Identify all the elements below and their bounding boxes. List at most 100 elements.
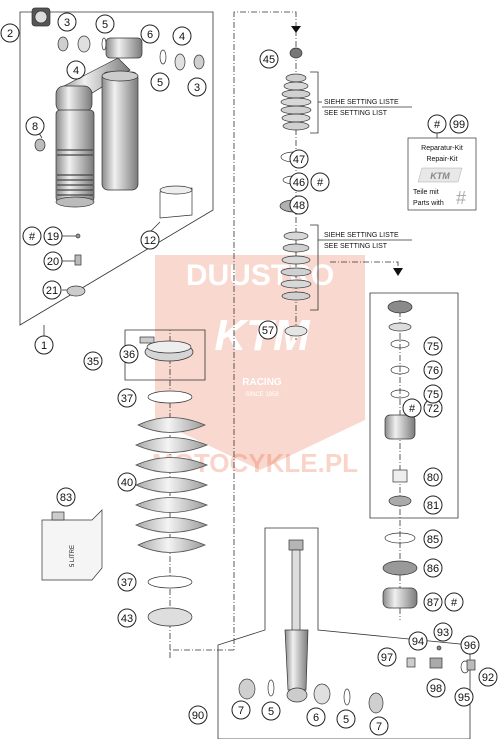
canister-label: 5 LITRE (70, 545, 76, 567)
lower-body (238, 539, 476, 714)
callout-label: 86 (427, 563, 439, 575)
callout-21: 21 (42, 280, 62, 300)
callout-label: 6 (313, 712, 319, 724)
callout-label: 7 (238, 705, 244, 717)
callout-label: 47 (293, 154, 305, 166)
callout-label: 5 (102, 19, 108, 31)
callout-48: 48 (289, 195, 309, 215)
callout-37: 37 (117, 572, 137, 592)
callout-label: 87 (427, 597, 439, 609)
legend-de-title: Reparatur-Kit (421, 145, 463, 152)
callout-1: 1 (34, 335, 54, 355)
watermark-since: SINCE 1958 (245, 392, 279, 398)
legend-hash-symbol: # (456, 188, 466, 208)
callout-label: 45 (263, 54, 275, 66)
callout-6: 6 (140, 24, 160, 44)
legend-en-parts: Parts with (413, 200, 444, 207)
callout-83: 83 (56, 487, 76, 507)
callout-7: 7 (231, 700, 251, 720)
callout-label: 75 (427, 389, 439, 401)
setting-note-2: SIEHE SETTING LISTE SEE SETTING LIST (322, 232, 412, 250)
callout-label: 12 (144, 235, 156, 247)
callout-label: 5 (268, 706, 274, 718)
callout-92: 92 (478, 667, 498, 687)
callout-hash: # (444, 592, 464, 612)
callout-8: 8 (25, 116, 45, 136)
callout-87: 87 (423, 592, 443, 612)
callout-90: 90 (188, 705, 208, 725)
callout-hash-label: # (317, 177, 324, 189)
callout-label: 5 (343, 714, 349, 726)
callout-93: 93 (433, 622, 453, 642)
callout-label: 94 (412, 636, 424, 648)
callout-label: 48 (293, 200, 305, 212)
callout-35: 35 (83, 351, 103, 371)
small-parts-top-left (34, 35, 205, 297)
callout-label: 3 (64, 17, 70, 29)
shock-body (31, 7, 143, 208)
callout-94: 94 (408, 631, 428, 651)
callout-20: 20 (43, 251, 63, 271)
callout-hash: # (402, 398, 422, 418)
callout-label: 46 (293, 177, 305, 189)
callout-72: 72 (423, 398, 443, 418)
callout-hash-label: # (451, 597, 458, 609)
callout-label: 2 (7, 28, 13, 40)
callout-19: 19 (43, 226, 63, 246)
callout-label: 98 (430, 683, 442, 695)
callout-7: 7 (369, 716, 389, 736)
callout-label: 90 (192, 710, 204, 722)
callout-76: 76 (423, 360, 443, 380)
callout-4: 4 (66, 60, 86, 80)
callout-label: 4 (179, 31, 185, 43)
callout-label: 57 (262, 325, 274, 337)
legend-de-parts: Teile mit (413, 189, 439, 196)
callout-47: 47 (289, 149, 309, 169)
callout-45: 45 (259, 49, 279, 69)
callout-98: 98 (426, 678, 446, 698)
callout-label: 96 (464, 640, 476, 652)
callout-4: 4 (172, 26, 192, 46)
callout-3: 3 (57, 12, 77, 32)
setting-note-de: SIEHE SETTING LISTE (324, 99, 399, 106)
callout-label: 36 (123, 349, 135, 361)
callout-label: 92 (482, 672, 494, 684)
legend-ref: # (434, 119, 441, 131)
callout-label: 40 (121, 477, 133, 489)
callout-label: 21 (46, 285, 58, 297)
callout-label: 37 (121, 393, 133, 405)
callout-85: 85 (423, 529, 443, 549)
callout-75: 75 (423, 336, 443, 356)
legend-number: 99 (453, 119, 465, 131)
callout-label: 20 (47, 256, 59, 268)
callout-5: 5 (336, 709, 356, 729)
callout-label: 81 (427, 500, 439, 512)
callout-57: 57 (258, 320, 278, 340)
callout-label: 93 (437, 627, 449, 639)
callout-hash: # (310, 172, 330, 192)
callout-label: 83 (60, 492, 72, 504)
callout-label: 97 (381, 652, 393, 664)
callout-label: 80 (427, 472, 439, 484)
setting-note-en: SEE SETTING LIST (324, 243, 388, 250)
svg-text:KTM: KTM (430, 171, 450, 181)
arrow-top (291, 26, 301, 33)
callout-label: 6 (147, 29, 153, 41)
callout-36: 36 (119, 344, 139, 364)
callout-86: 86 (423, 558, 443, 578)
watermark: DUUSTRO KTM RACING SINCE 1958 (155, 255, 365, 470)
callout-label: 4 (73, 65, 79, 77)
callout-5: 5 (95, 14, 115, 34)
callout-75: 75 (423, 384, 443, 404)
legend-en-title: Repair-Kit (426, 156, 457, 163)
callout-5: 5 (261, 701, 281, 721)
callout-label: 8 (32, 121, 38, 133)
repair-kit-legend: # 99 Reparatur-Kit Repair-Kit KTM Teile … (407, 114, 477, 211)
right-stack (382, 300, 418, 609)
callout-label: 37 (121, 577, 133, 589)
callout-3: 3 (187, 77, 207, 97)
callout-46: 46 (289, 172, 309, 192)
watermark-racing: RACING (242, 377, 282, 388)
callout-80: 80 (423, 467, 443, 487)
